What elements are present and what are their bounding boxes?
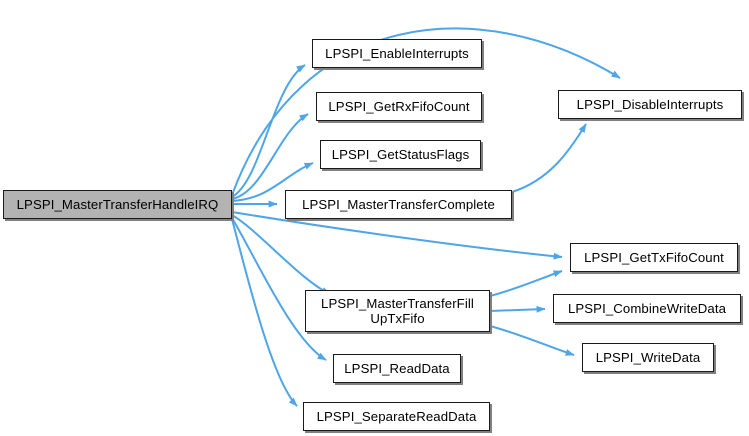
graph-edge-root-to-status <box>231 162 314 202</box>
graph-node-label: LPSPI_GetTxFifoCount <box>584 250 724 265</box>
graph-node-label: LPSPI_SeparateReadData <box>316 409 477 424</box>
graph-node-combine[interactable]: LPSPI_CombineWriteData <box>553 294 741 323</box>
graph-node-status[interactable]: LPSPI_GetStatusFlags <box>320 140 481 169</box>
graph-node-label: LPSPI_EnableInterrupts <box>325 46 469 61</box>
graph-node-txfifo[interactable]: LPSPI_GetTxFifoCount <box>570 243 738 272</box>
graph-edge-root-to-read <box>231 217 327 361</box>
graph-node-enable[interactable]: LPSPI_EnableInterrupts <box>312 39 482 68</box>
graph-node-label: LPSPI_ReadData <box>344 361 450 376</box>
graph-node-separate[interactable]: LPSPI_SeparateReadData <box>303 402 490 431</box>
graph-edge-root-to-rxfifo <box>231 113 309 200</box>
graph-edge-root-to-fillup <box>231 214 331 295</box>
graph-edge-complete-to-disable <box>511 123 587 193</box>
graph-edge-fillup-to-txfifo <box>489 270 563 297</box>
graph-edge-root-to-txfifo <box>231 211 563 260</box>
graph-node-label: LPSPI_GetStatusFlags <box>331 147 470 162</box>
graph-node-label: LPSPI_MasterTransferHandleIRQ <box>16 197 219 212</box>
graph-node-label: LPSPI_MasterTransferComplete <box>302 197 495 212</box>
graph-edge-root-to-disable <box>231 27 621 196</box>
graph-node-fillup[interactable]: LPSPI_MasterTransferFill UpTxFifo <box>305 290 490 332</box>
graph-node-label: LPSPI_GetRxFifoCount <box>328 99 470 114</box>
graph-node-complete[interactable]: LPSPI_MasterTransferComplete <box>285 190 512 219</box>
graph-node-root[interactable]: LPSPI_MasterTransferHandleIRQ <box>3 190 232 219</box>
graph-node-label: LPSPI_WriteData <box>595 350 701 365</box>
graph-node-label: LPSPI_DisableInterrupts <box>576 97 724 112</box>
graph-node-write[interactable]: LPSPI_WriteData <box>582 343 714 372</box>
graph-edge-fillup-to-write <box>489 325 575 356</box>
graph-node-read[interactable]: LPSPI_ReadData <box>333 354 461 383</box>
graph-edges <box>231 27 621 407</box>
graph-node-rxfifo[interactable]: LPSPI_GetRxFifoCount <box>316 92 482 121</box>
graph-node-label: LPSPI_MasterTransferFill UpTxFifo <box>321 296 474 326</box>
graph-node-disable[interactable]: LPSPI_DisableInterrupts <box>558 90 742 119</box>
graph-node-label: LPSPI_CombineWriteData <box>567 301 727 316</box>
graph-edge-root-to-enable <box>231 64 306 198</box>
graph-edge-root-to-separate <box>231 218 298 407</box>
graph-edge-fillup-to-combine <box>489 305 546 313</box>
